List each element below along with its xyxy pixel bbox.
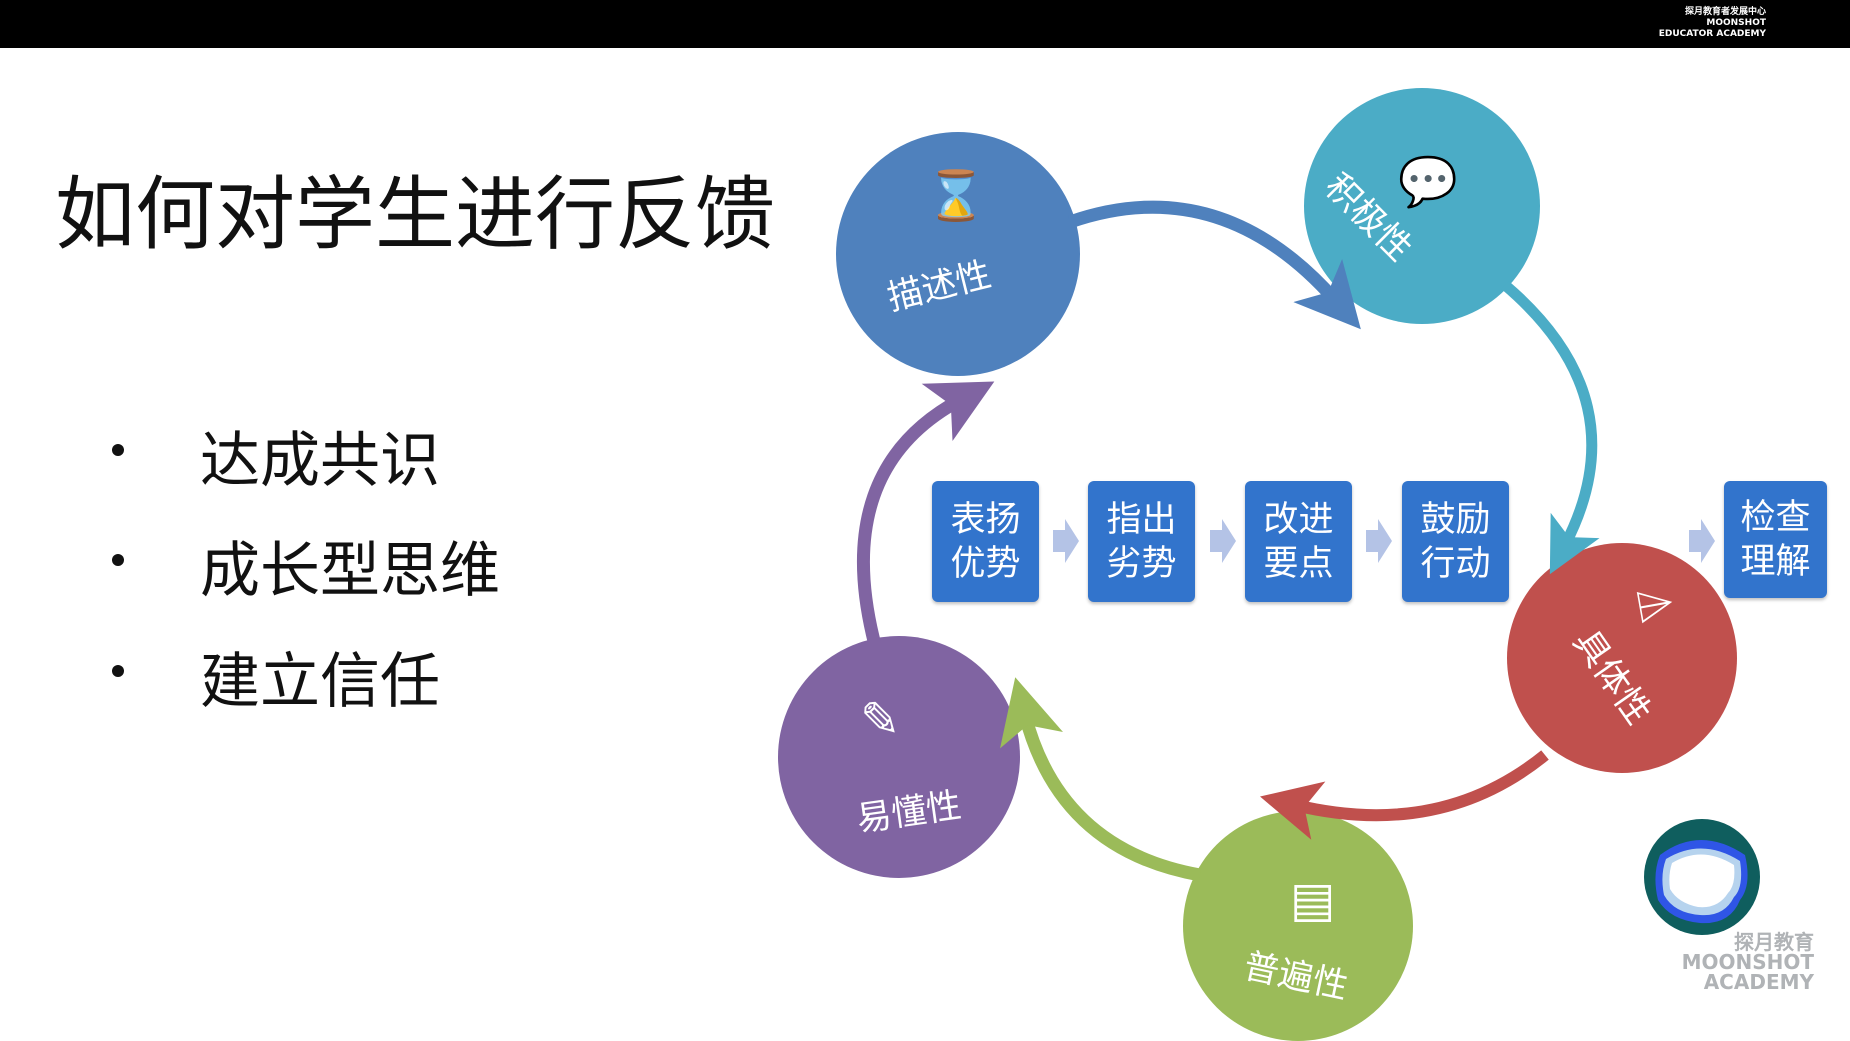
arrow-red xyxy=(1260,750,1549,840)
arrow-purple xyxy=(857,381,995,647)
step-line: 检查 xyxy=(1740,497,1811,538)
circle-understandable xyxy=(778,636,1020,878)
footer-logo-cn: 探月教育 xyxy=(1734,930,1814,954)
step-line: 改进 xyxy=(1263,499,1334,540)
header-logo: 探月教育者发展中心 MOONSHOT EDUCATOR ACADEMY xyxy=(1659,7,1766,40)
step-line: 鼓励 xyxy=(1420,499,1491,540)
bullet-dot xyxy=(112,665,124,677)
arrow-teal xyxy=(1501,280,1600,575)
footer-logo-en1: MOONSHOT xyxy=(1681,950,1814,974)
step-line: 表扬 xyxy=(950,499,1021,540)
circle-universal xyxy=(1183,811,1413,1041)
step-line: 要点 xyxy=(1263,543,1334,584)
step-box: 检查理解 xyxy=(1724,481,1827,598)
slide-title: 如何对学生进行反馈 xyxy=(55,168,775,261)
bullet-dot xyxy=(112,444,124,456)
hourglass-icon: ⌛ xyxy=(926,168,986,224)
step-line: 行动 xyxy=(1420,543,1491,584)
step-arrow xyxy=(1689,519,1715,563)
footer-logo-text: 探月教育 MOONSHOT ACADEMY xyxy=(1682,932,1814,992)
step-arrow xyxy=(1366,519,1392,563)
arrow-blue xyxy=(1067,200,1361,330)
pencil-edit-icon: ✎ xyxy=(860,692,901,748)
footer-logo-en2: ACADEMY xyxy=(1703,970,1814,994)
arrow-green xyxy=(1000,677,1202,882)
step-line: 优势 xyxy=(950,543,1021,584)
step-box: 指出劣势 xyxy=(1088,481,1195,602)
step-line: 指出 xyxy=(1106,499,1177,540)
circle-specific xyxy=(1507,543,1737,773)
step-box: 改进要点 xyxy=(1245,481,1352,602)
moonshot-logo-icon xyxy=(1644,819,1760,935)
step-box: 表扬优势 xyxy=(932,481,1039,602)
step-line: 理解 xyxy=(1740,541,1811,582)
bullet-text: 达成共识 xyxy=(200,426,440,496)
step-arrow xyxy=(1210,519,1236,563)
header-logo-en1: MOONSHOT xyxy=(1706,18,1766,28)
header-logo-cn: 探月教育者发展中心 xyxy=(1684,7,1766,17)
circle-descriptive xyxy=(836,132,1080,376)
step-arrow xyxy=(1053,519,1079,563)
header-logo-en2: EDUCATOR ACADEMY xyxy=(1658,29,1766,39)
step-line: 劣势 xyxy=(1106,543,1177,584)
bullet-text: 成长型思维 xyxy=(200,536,500,606)
bullet-text: 建立信任 xyxy=(200,647,440,717)
chat-bubble-icon: 💬 xyxy=(1398,154,1458,210)
bullet-dot xyxy=(112,554,124,566)
step-box: 鼓励行动 xyxy=(1402,481,1509,602)
tag-icon: ⌲ xyxy=(1631,573,1679,635)
document-icon: ▤ xyxy=(1290,872,1336,928)
top-bar: 探月教育者发展中心 MOONSHOT EDUCATOR ACADEMY xyxy=(0,0,1850,48)
